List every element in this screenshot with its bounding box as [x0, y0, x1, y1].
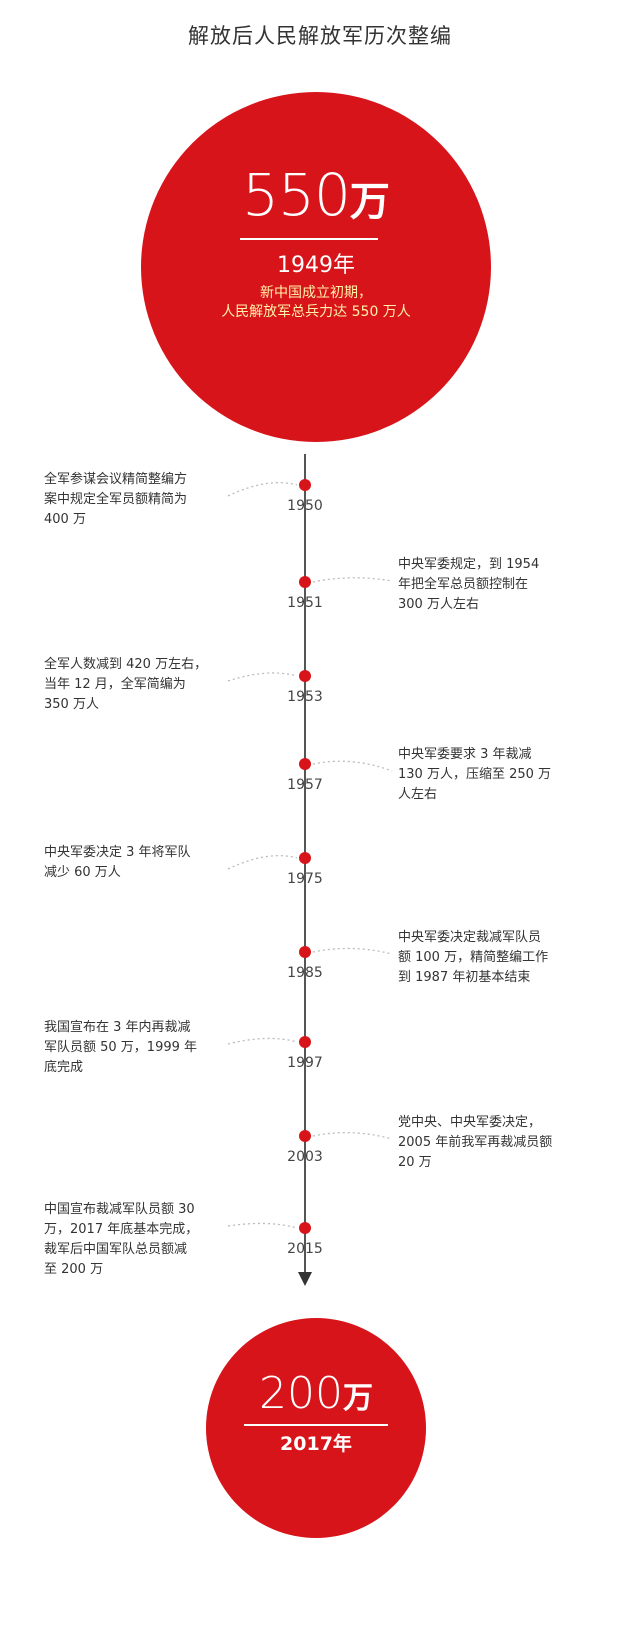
- timeline-event-line: 年把全军总员额控制在: [398, 577, 529, 592]
- connector-line: [227, 1037, 298, 1045]
- timeline-event-line: 至 200 万: [44, 1262, 104, 1277]
- timeline-year: 1957: [287, 777, 323, 793]
- start-description-line: 新中国成立初期，: [260, 285, 372, 301]
- start-circle: [141, 92, 491, 442]
- timeline-event-line: 万，2017 年底基本完成，: [44, 1222, 199, 1237]
- connector-line: [227, 855, 298, 870]
- timeline-event-line: 2005 年前我军再裁减员额: [398, 1135, 553, 1150]
- end-value-unit: 万: [342, 1381, 373, 1416]
- end-value: 200万: [206, 1366, 426, 1427]
- timeline-event-line: 300 万人左右: [398, 597, 479, 612]
- timeline-dot: [299, 758, 311, 770]
- timeline-event: 我国宣布在 3 年内再裁减军队员额 50 万，1999 年底完成: [44, 1018, 229, 1078]
- timeline-event-line: 中国宣布裁减军队员额 30: [44, 1202, 195, 1217]
- timeline-event: 中央军委决定 3 年将军队减少 60 万人: [44, 843, 229, 883]
- timeline-event-line: 130 万人，压缩至 250 万: [398, 767, 552, 782]
- timeline-event-line: 全军参谋会议精简整编方: [44, 472, 188, 487]
- timeline-arrow-icon: [298, 1272, 312, 1286]
- connector-line: [227, 1222, 298, 1229]
- timeline-event-line: 底完成: [44, 1060, 84, 1075]
- end-divider: [244, 1424, 388, 1426]
- timeline-dot: [299, 852, 311, 864]
- connector-line: [312, 760, 393, 772]
- start-value: 550万: [141, 160, 491, 237]
- start-divider: [240, 238, 378, 240]
- timeline-event-line: 当年 12 月，全军简编为: [44, 677, 186, 692]
- connector-line: [312, 577, 393, 583]
- timeline-event: 全军人数减到 420 万左右， 当年 12 月，全军简编为 350 万人: [44, 655, 229, 715]
- page-title: 解放后人民解放军历次整编: [188, 24, 452, 48]
- timeline-event-line: 400 万: [44, 512, 86, 527]
- end-value-number: 200: [259, 1368, 343, 1419]
- connector-line: [227, 482, 298, 497]
- timeline-event-line: 裁军后中国军队总员额减: [44, 1242, 188, 1257]
- end-circle: [206, 1318, 426, 1538]
- start-value-number: 550: [242, 161, 351, 229]
- timeline-event-line: 减少 60 万人: [44, 865, 121, 880]
- timeline-dot: [299, 1222, 311, 1234]
- timeline-event-line: 全军人数减到 420 万左右，: [44, 657, 208, 672]
- timeline-event-line: 军队员额 50 万，1999 年: [44, 1040, 198, 1055]
- timeline-year: 1985: [287, 965, 323, 981]
- timeline-event-line: 党中央、中央军委决定，: [398, 1115, 542, 1130]
- timeline-event-line: 到 1987 年初基本结束: [398, 970, 531, 985]
- timeline-event-line: 案中规定全军员额精简为: [44, 492, 188, 507]
- timeline-dot: [299, 479, 311, 491]
- connector-line: [312, 1131, 393, 1140]
- timeline-year: 1951: [287, 595, 323, 611]
- timeline-event: 党中央、中央军委决定， 2005 年前我军再裁减员额 20 万: [398, 1113, 583, 1173]
- timeline-event-line: 中央军委要求 3 年裁减: [398, 747, 532, 762]
- timeline-year: 1953: [287, 689, 323, 705]
- timeline-event-line: 中央军委规定，到 1954: [398, 557, 540, 572]
- timeline-event: 中央军委要求 3 年裁减 130 万人，压缩至 250 万人左右: [398, 745, 583, 805]
- timeline-dot: [299, 576, 311, 588]
- timeline-event-line: 350 万人: [44, 697, 99, 712]
- timeline-event-line: 中央军委决定 3 年将军队: [44, 845, 191, 860]
- timeline-event: 中国宣布裁减军队员额 30 万，2017 年底基本完成， 裁军后中国军队总员额减至 …: [44, 1200, 229, 1280]
- timeline-event: 中央军委规定，到 1954 年把全军总员额控制在 300 万人左右: [398, 555, 583, 615]
- timeline-dot: [299, 946, 311, 958]
- timeline-event: 全军参谋会议精简整编方案中规定全军员额精简为 400 万: [44, 470, 229, 530]
- start-description: 新中国成立初期， 人民解放军总兵力达 550 万人: [141, 284, 491, 322]
- timeline-year: 1950: [287, 498, 323, 514]
- timeline-axis: [304, 454, 306, 1274]
- timeline-dot: [299, 670, 311, 682]
- timeline-event-line: 人左右: [398, 787, 438, 802]
- connector-line: [312, 947, 393, 955]
- timeline-event-line: 我国宣布在 3 年内再裁减: [44, 1020, 191, 1035]
- timeline-event-line: 中央军委决定裁减军队员: [398, 930, 542, 945]
- timeline-year: 1997: [287, 1055, 323, 1071]
- timeline-year: 1975: [287, 871, 323, 887]
- start-year: 1949年: [277, 253, 355, 278]
- timeline-dot: [299, 1036, 311, 1048]
- timeline-event-line: 额 100 万，精简整编工作: [398, 950, 549, 965]
- timeline-event: 中央军委决定裁减军队员额 100 万，精简整编工作到 1987 年初基本结束: [398, 928, 583, 988]
- start-description-line: 人民解放军总兵力达 550 万人: [221, 304, 411, 320]
- end-year: 2017年: [280, 1433, 352, 1455]
- timeline-dot: [299, 1130, 311, 1142]
- timeline-year: 2003: [287, 1149, 323, 1165]
- connector-line: [227, 672, 298, 682]
- timeline-year: 2015: [287, 1241, 323, 1257]
- timeline-event-line: 20 万: [398, 1155, 432, 1170]
- start-value-unit: 万: [349, 179, 390, 225]
